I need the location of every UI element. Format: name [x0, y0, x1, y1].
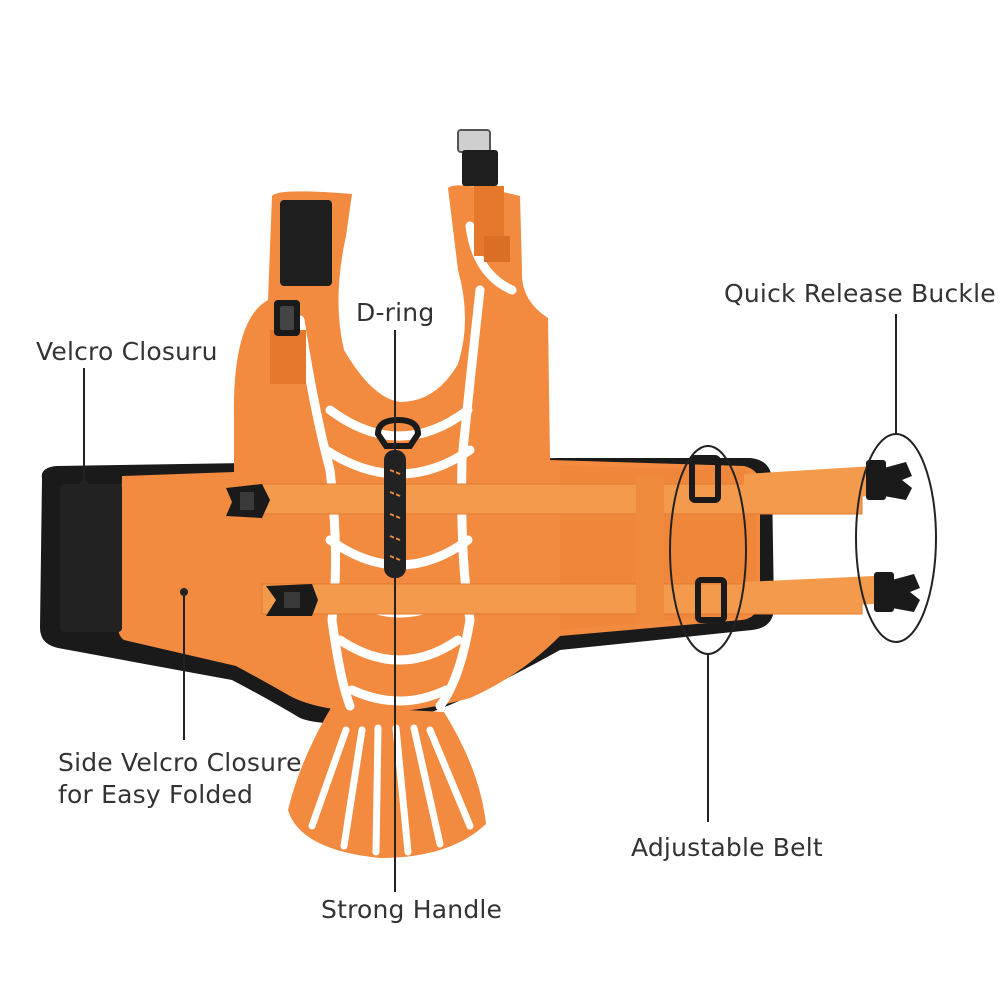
top-shoulder-clip	[457, 129, 510, 262]
left-upper-buckle	[226, 484, 270, 518]
adjustable-belt-label: Adjustable Belt	[631, 833, 823, 862]
strong-handle-label: Strong Handle	[321, 895, 503, 924]
side-velcro-closure-label-line2: for Easy Folded	[58, 780, 254, 809]
lower-quick-release-buckle	[874, 572, 920, 612]
side-velcro-closure-label: Side Velcro Closure	[58, 748, 302, 777]
lower-strap-extension	[744, 576, 874, 610]
upper-strap-extension	[744, 466, 874, 502]
side-velcro-patch	[60, 484, 122, 632]
upper-quick-release-buckle	[866, 460, 912, 500]
quick-release-buckle-label: Quick Release Buckle	[724, 279, 996, 308]
velcro-closure-label: Velcro Closuru	[36, 337, 218, 366]
upper-slide-adjuster	[689, 455, 721, 503]
shoulder-velcro-patch	[280, 200, 332, 286]
leader-dots	[80, 480, 188, 596]
d-ring-label: D-ring	[356, 298, 435, 327]
tail-stripes	[308, 724, 474, 856]
tail-fin	[288, 706, 486, 858]
lower-slide-adjuster	[695, 577, 727, 623]
leader-lines	[83, 314, 897, 892]
d-ring	[374, 416, 422, 449]
shoulder-buckle	[270, 300, 306, 384]
left-lower-buckle	[266, 584, 318, 616]
vertical-connector-strap	[636, 476, 664, 624]
